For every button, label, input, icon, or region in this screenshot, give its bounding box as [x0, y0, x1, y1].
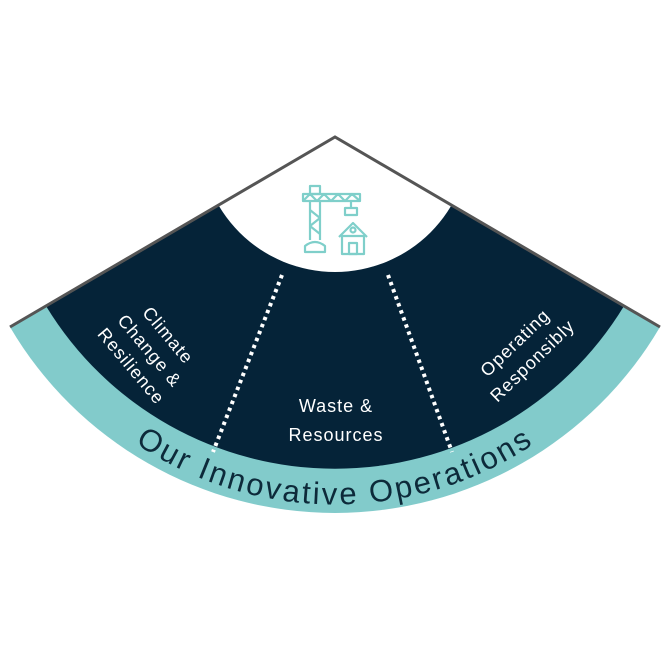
segment-label-line: Waste & [299, 396, 373, 416]
divider-left [211, 274, 284, 453]
divider-right [386, 274, 454, 453]
navy-sector [46, 137, 624, 469]
segment-waste: Waste & Resources [288, 396, 383, 445]
crane-house-icon [301, 184, 368, 256]
outline-roof [9, 135, 661, 329]
segment-label-line: Resources [288, 425, 383, 445]
